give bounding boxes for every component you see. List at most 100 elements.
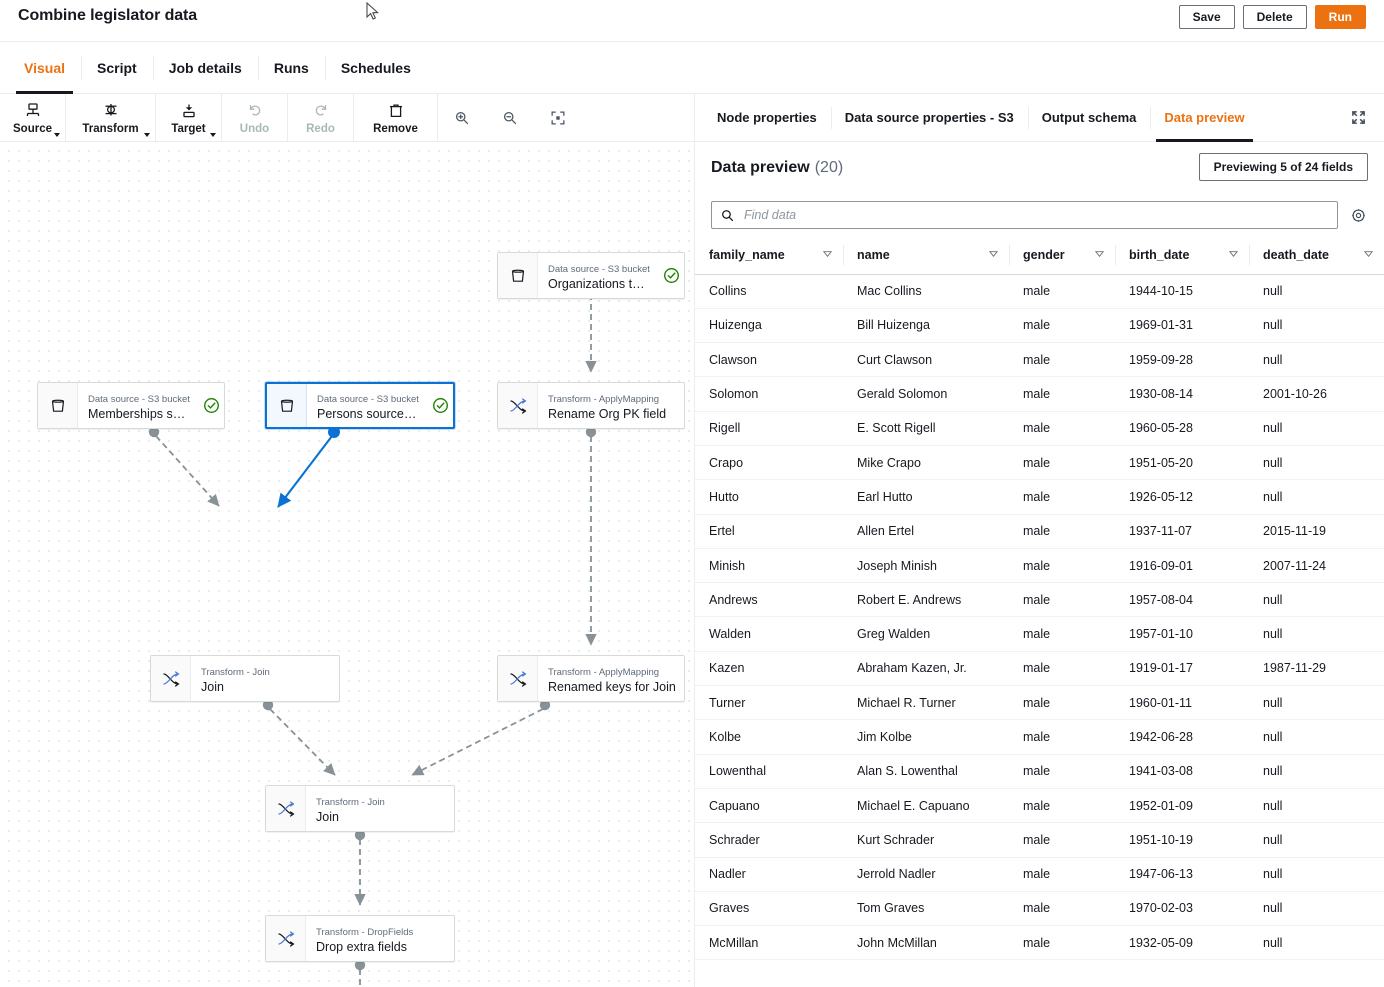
tab-runs[interactable]: Runs: [257, 42, 325, 94]
data-preview-table: family_name name gender birth_date death…: [695, 236, 1384, 961]
canvas-node-drop-extra-fields[interactable]: Transform - DropFields Drop extra fields: [265, 915, 455, 962]
toolbar-remove-label: Remove: [373, 122, 418, 135]
table-cell: Kazen: [695, 651, 843, 687]
node-status-ok-icon: [427, 384, 453, 427]
table-cell: 1952-01-09: [1115, 788, 1249, 824]
table-cell: null: [1249, 582, 1384, 618]
table-cell: male: [1009, 891, 1115, 927]
table-cell: 1926-05-12: [1115, 479, 1249, 515]
zoom-in-button[interactable]: [438, 94, 486, 141]
save-button[interactable]: Save: [1178, 5, 1235, 29]
canvas-node-rename-org-pk[interactable]: Transform - ApplyMapping Rename Org PK f…: [497, 382, 685, 429]
canvas-node-join-2[interactable]: Transform - Join Join: [265, 785, 455, 832]
tab-data-source-properties[interactable]: Data source properties - S3: [830, 94, 1028, 141]
column-header-name[interactable]: name: [843, 236, 1009, 275]
node-text: Data source - S3 bucket Persons source t…: [307, 384, 427, 427]
table-cell: Jerrold Nadler: [843, 857, 1009, 892]
expand-panel-button[interactable]: [1346, 105, 1370, 129]
table-cell: Graves: [695, 891, 843, 927]
toolbar-redo-button[interactable]: Redo: [288, 94, 354, 141]
transform-node-icon: [266, 916, 306, 961]
toolbar-remove-button[interactable]: Remove: [354, 94, 438, 141]
zoom-out-icon: [503, 111, 517, 124]
preview-settings-button[interactable]: [1348, 205, 1368, 225]
table-cell: null: [1249, 616, 1384, 652]
toolbar-source-button[interactable]: Source: [0, 94, 66, 141]
node-type-label: Data source - S3 bucket: [317, 394, 419, 405]
search-input[interactable]: [742, 202, 1337, 228]
delete-button[interactable]: Delete: [1242, 5, 1307, 29]
tab-schedules[interactable]: Schedules: [324, 42, 427, 94]
table-cell: null: [1249, 788, 1384, 824]
table-cell: 1930-08-14: [1115, 376, 1249, 412]
toolbar-undo-button[interactable]: Undo: [222, 94, 288, 141]
column-header-gender[interactable]: gender: [1009, 236, 1115, 275]
tab-job-details[interactable]: Job details: [152, 42, 258, 94]
target-icon: [182, 104, 195, 117]
table-cell: 1970-02-03: [1115, 891, 1249, 927]
search-row: [695, 194, 1384, 236]
table-cell: 1957-08-04: [1115, 582, 1249, 618]
tab-runs-label: Runs: [273, 60, 309, 76]
data-preview-table-wrapper[interactable]: family_name name gender birth_date death…: [695, 236, 1384, 987]
column-header-death-date[interactable]: death_date: [1249, 236, 1384, 275]
column-header-family-name[interactable]: family_name: [695, 236, 843, 275]
node-text: Transform - Join Join: [306, 786, 454, 831]
table-cell: Tom Graves: [843, 891, 1009, 927]
table-header-row: family_name name gender birth_date death…: [695, 236, 1384, 275]
canvas-node-renamed-keys-for-join[interactable]: Transform - ApplyMapping Renamed keys fo…: [497, 655, 685, 702]
node-type-label: Transform - Join: [201, 667, 270, 678]
toolbar-transform-button[interactable]: Transform: [66, 94, 156, 141]
table-cell: Collins: [695, 274, 843, 309]
title-actions: Save Delete Run: [1178, 5, 1366, 29]
table-cell: 1951-10-19: [1115, 822, 1249, 858]
undo-icon: [249, 104, 260, 116]
fit-to-screen-button[interactable]: [534, 94, 582, 141]
canvas-node-persons[interactable]: Data source - S3 bucket Persons source t…: [265, 382, 455, 429]
s3-bucket-icon: [498, 253, 538, 298]
toolbar-target-button[interactable]: Target: [156, 94, 222, 141]
search-input-wrapper[interactable]: [711, 201, 1338, 229]
node-type-label: Transform - DropFields: [316, 927, 414, 938]
edge-rename-to-renamedkeys: [585, 426, 597, 646]
tab-script[interactable]: Script: [81, 42, 153, 94]
run-button[interactable]: Run: [1314, 5, 1366, 29]
canvas-node-organizations[interactable]: Data source - S3 bucket Organizations ta…: [497, 252, 685, 299]
tab-data-preview[interactable]: Data preview: [1150, 94, 1258, 142]
node-name-label: Organizations table s…: [548, 277, 650, 291]
tab-output-schema[interactable]: Output schema: [1027, 94, 1151, 141]
table-cell: null: [1249, 891, 1384, 927]
table-cell: 1919-01-17: [1115, 651, 1249, 687]
tab-visual[interactable]: Visual: [8, 42, 81, 94]
node-name-label: Join: [316, 810, 339, 824]
tab-node-properties[interactable]: Node properties: [703, 94, 831, 141]
table-cell: Clawson: [695, 342, 843, 378]
table-cell: male: [1009, 719, 1115, 755]
table-cell: 1951-05-20: [1115, 445, 1249, 481]
previewing-fields-button[interactable]: Previewing 5 of 24 fields: [1198, 153, 1368, 181]
column-header-birth-date[interactable]: birth_date: [1115, 236, 1249, 275]
zoom-out-button[interactable]: [486, 94, 534, 141]
table-cell: McMillan: [695, 925, 843, 961]
column-header-label: gender: [1023, 247, 1065, 262]
tab-data-source-properties-label: Data source properties - S3: [844, 110, 1014, 125]
table-cell: 1932-05-09: [1115, 925, 1249, 961]
job-canvas[interactable]: Data source - S3 bucket Organizations ta…: [0, 142, 694, 987]
node-text: Transform - DropFields Drop extra fields: [306, 916, 454, 961]
canvas-toolbar: Source Transform Target Undo: [0, 94, 694, 142]
panel-tabs: Node properties Data source properties -…: [695, 94, 1384, 142]
table-cell: Solomon: [695, 376, 843, 412]
canvas-node-join-1[interactable]: Transform - Join Join: [150, 655, 340, 702]
page-title: Combine legislator data: [18, 7, 198, 24]
toolbar-transform-label: Transform: [82, 122, 139, 135]
canvas-panel-divider: [694, 94, 695, 987]
table-cell: Capuano: [695, 788, 843, 824]
table-cell: 1969-01-31: [1115, 308, 1249, 344]
canvas-node-memberships[interactable]: Data source - S3 bucket Memberships sour…: [37, 382, 225, 429]
table-cell: Huizenga: [695, 308, 843, 344]
